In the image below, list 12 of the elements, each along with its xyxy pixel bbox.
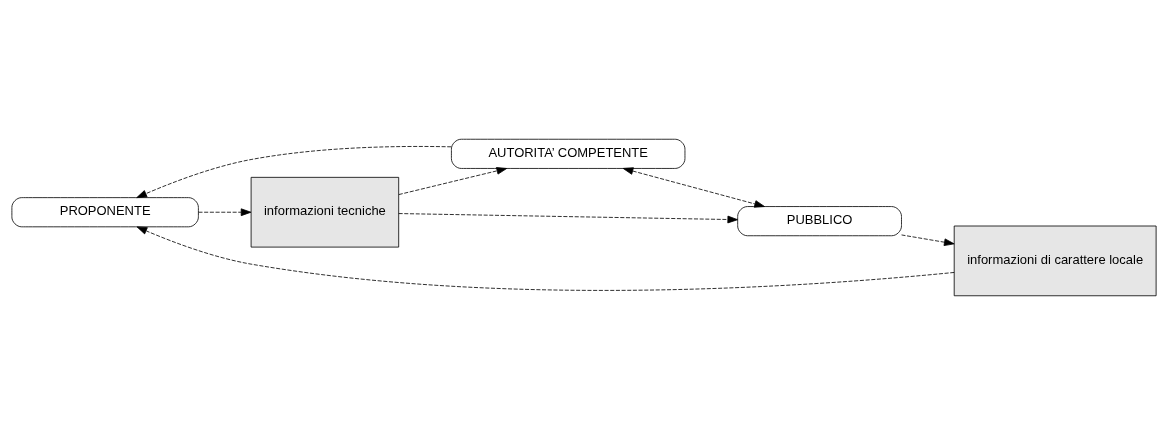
arrow: [398, 212, 738, 223]
node-box: PROPONENTE: [11, 196, 199, 227]
arrow: [398, 166, 508, 195]
node-box: AUTORITA’ COMPETENTE: [451, 138, 686, 169]
arrow: [136, 226, 955, 291]
arrow: [198, 207, 252, 216]
node-box: informazioni di carattere locale: [953, 225, 1157, 296]
arrow: [136, 145, 452, 198]
arrow: [901, 234, 955, 246]
node-box: informazioni tecniche: [250, 176, 400, 247]
node-box: PUBBLICO: [737, 205, 902, 236]
arrow: [622, 166, 765, 208]
